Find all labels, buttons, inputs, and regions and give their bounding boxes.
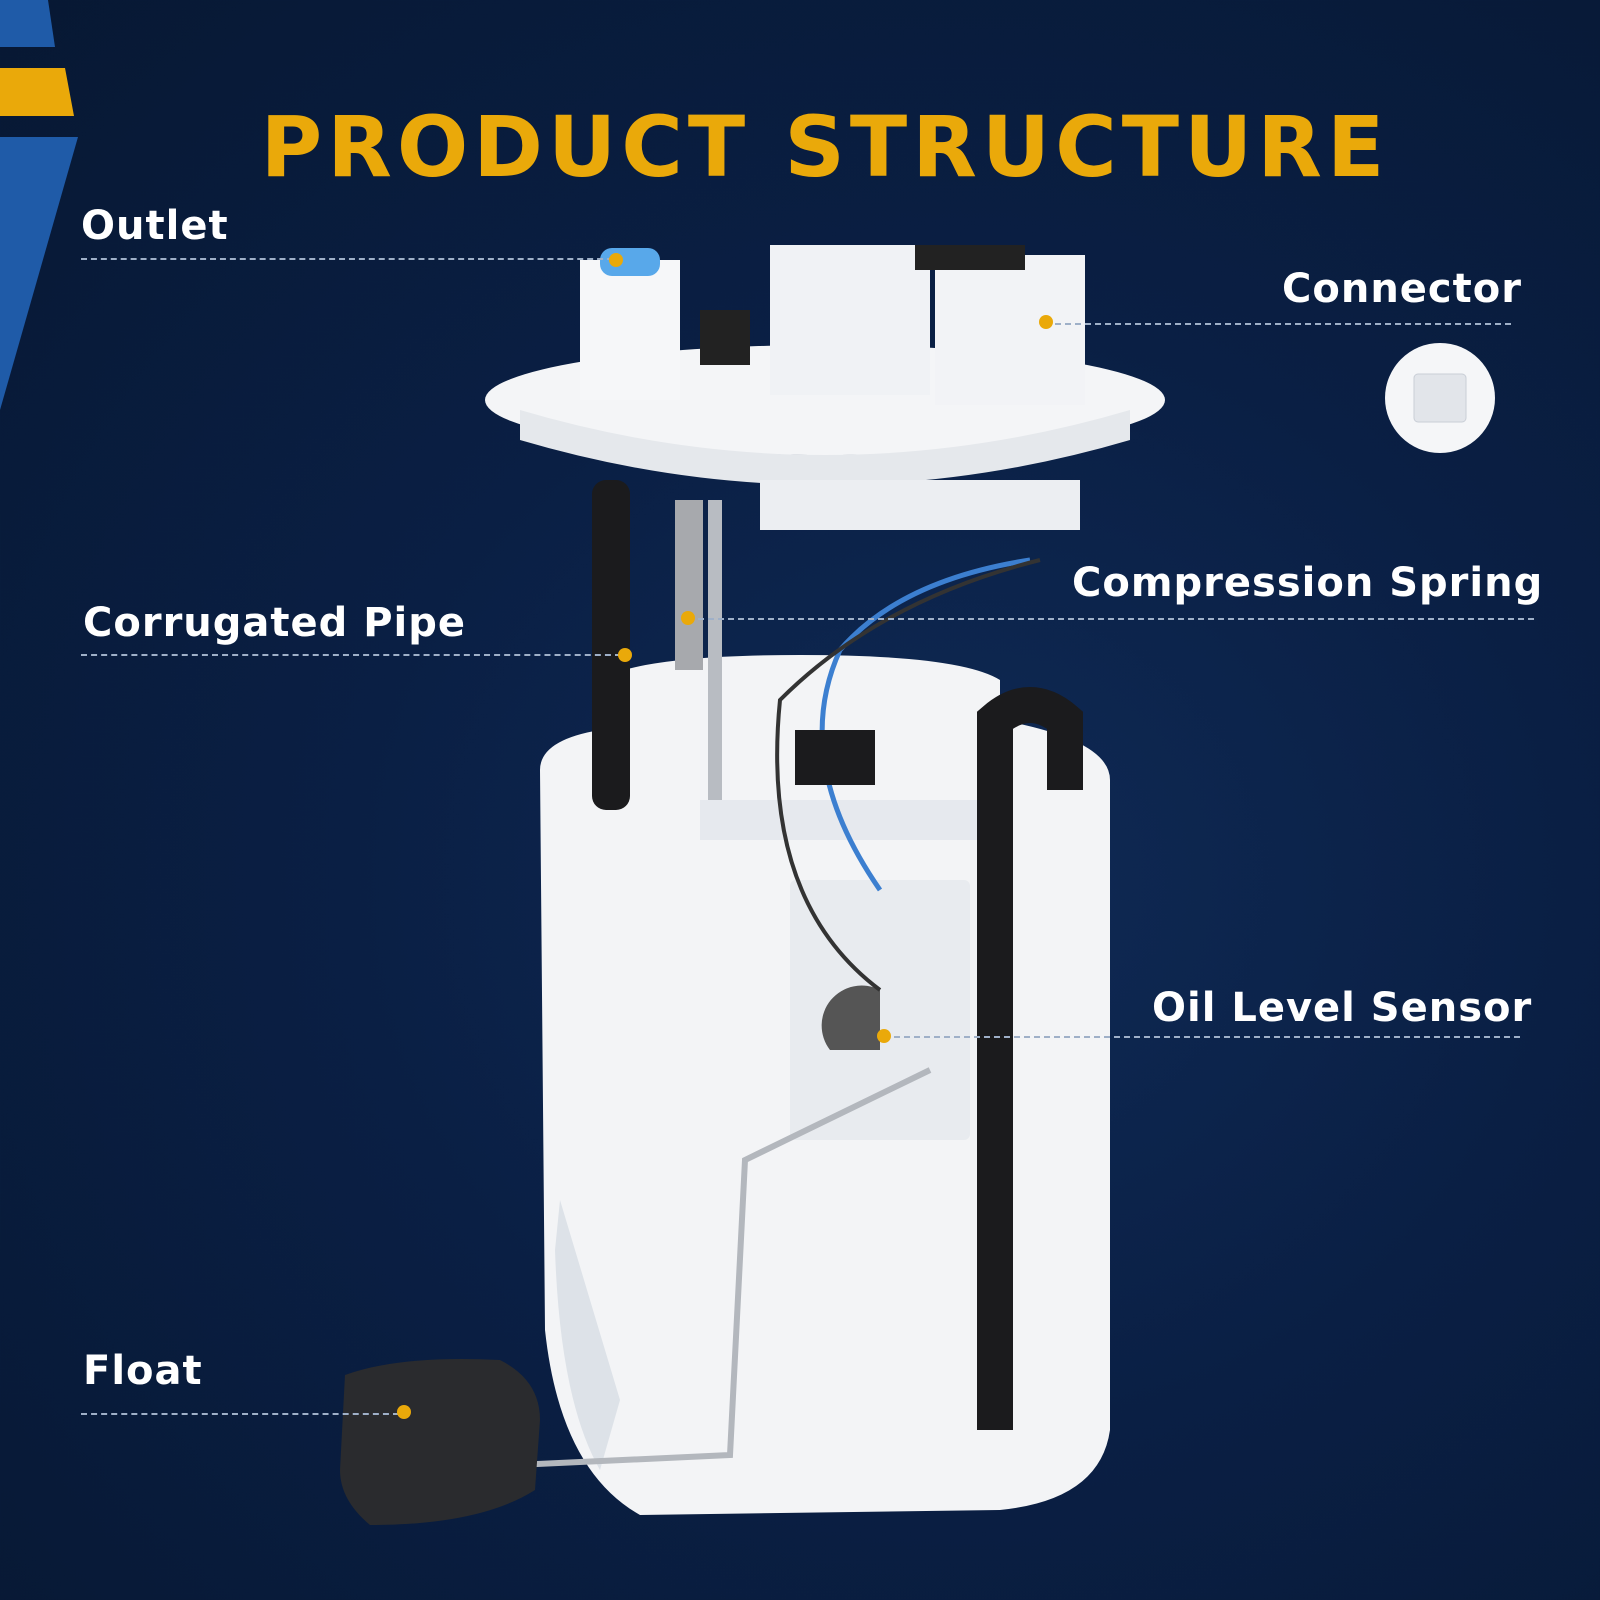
- leader-line-float: [81, 1413, 399, 1415]
- label-corrugated-pipe: Corrugated Pipe: [83, 600, 466, 646]
- leader-line-compression-spring: [688, 618, 1534, 620]
- page-title: PRODUCT STRUCTURE: [260, 98, 1390, 196]
- marker-dot-corrugated-pipe: [618, 648, 632, 662]
- leader-line-outlet: [81, 258, 613, 260]
- label-outlet: Outlet: [81, 203, 229, 249]
- corner-stripes-decoration: [0, 0, 78, 410]
- marker-dot-float: [397, 1405, 411, 1419]
- marker-dot-connector: [1039, 315, 1053, 329]
- marker-dot-outlet: [609, 253, 623, 267]
- marker-dot-compression-spring: [681, 611, 695, 625]
- label-float: Float: [83, 1348, 203, 1394]
- label-oil-level-sensor: Oil Level Sensor: [1152, 985, 1533, 1031]
- leader-line-corrugated-pipe: [81, 654, 621, 656]
- marker-dot-oil-level-sensor: [877, 1029, 891, 1043]
- label-connector: Connector: [1282, 266, 1522, 312]
- leader-line-connector: [1045, 323, 1511, 325]
- leader-line-oil-level-sensor: [884, 1036, 1520, 1038]
- label-compression-spring: Compression Spring: [1072, 560, 1544, 606]
